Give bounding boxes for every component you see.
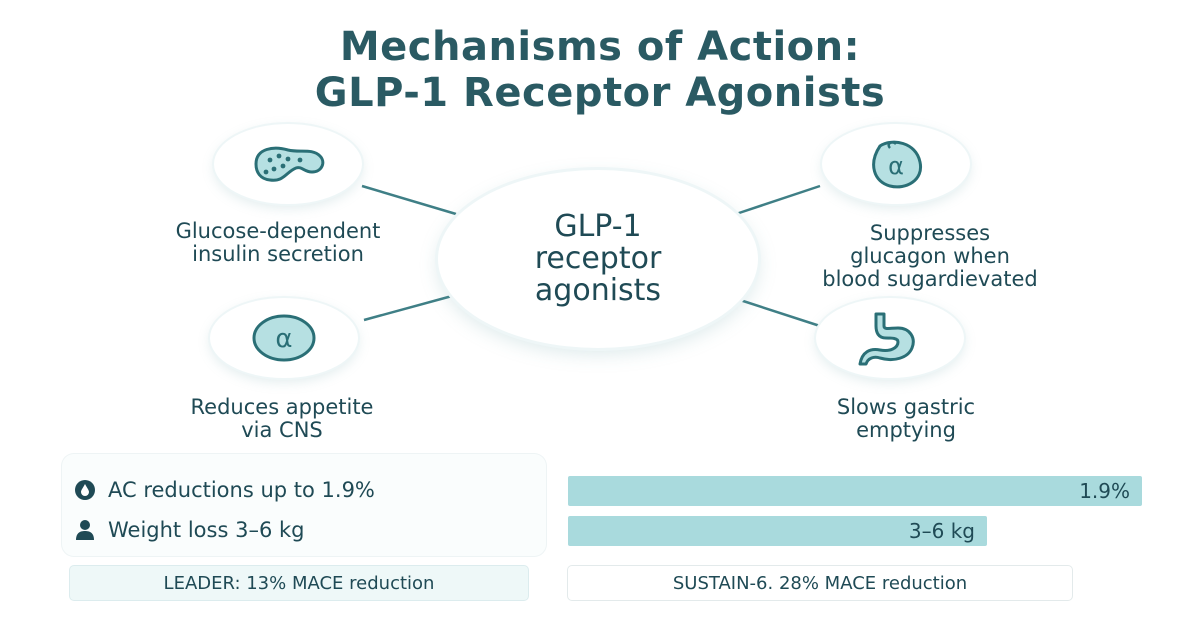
mechanism-gastric-label: Slows gastric emptying [736,396,1076,442]
trial-leader-label: LEADER: 13% MACE reduction [163,572,435,594]
mechanism-glucagon-line-1: Suppresses [869,221,991,245]
mechanism-appetite-icon-circle: α [210,298,358,378]
mechanism-insulin-line-1: Glucose-dependent [175,219,381,243]
stat-a1c-bar: 1.9% [568,476,1142,506]
drop-icon [75,480,95,500]
page-title: Mechanisms of Action: GLP-1 Receptor Ago… [0,24,1200,116]
connector-bottom-right [739,298,821,328]
trial-sustain-pill: SUSTAIN-6. 28% MACE reduction [568,566,1072,600]
stat-a1c-label: AC reductions up to 1.9% [108,478,375,502]
mechanism-glucagon-icon-circle: α [822,124,970,204]
stat-weight-row: Weight loss 3–6 kg [74,518,304,542]
mechanism-glucagon-label: Suppresses glucagon when blood sugardiev… [760,222,1100,291]
center-label: GLP-1 receptor agonists [535,211,662,307]
stat-weight-bar: 3–6 kg [568,516,987,546]
title-line-2: GLP-1 Receptor Agonists [314,70,886,116]
svg-text:α: α [888,152,904,180]
mechanism-insulin-line-2: insulin secretion [192,242,364,266]
alpha-cell-icon: α [872,140,923,189]
trial-sustain-label: SUSTAIN-6. 28% MACE reduction [672,572,968,594]
stats-panel [62,454,546,556]
mechanism-glucagon-line-3: blood sugardievated [822,267,1038,291]
center-label-line-2: receptor [534,241,662,276]
mechanism-gastric-line-2: emptying [856,418,956,442]
title-line-1: Mechanisms of Action: [339,24,861,70]
trial-leader-pill: LEADER: 13% MACE reduction [70,566,528,600]
center-hub: GLP-1 receptor agonists [438,170,758,348]
mechanism-insulin-label: Glucose-dependent insulin secretion [108,220,448,266]
svg-text:α: α [275,324,292,354]
connector-top-left [361,184,457,216]
stomach-icon [858,312,915,366]
person-icon [76,520,94,540]
connector-bottom-left [363,294,453,322]
mechanism-insulin-icon-circle [214,124,362,204]
pancreas-icon [254,146,325,182]
stat-a1c-row: AC reductions up to 1.9% [74,478,375,502]
mechanism-appetite-line-2: via CNS [241,418,323,442]
stat-a1c-bar-value: 1.9% [1079,479,1130,503]
center-label-line-3: agonists [534,273,662,308]
mechanism-glucagon-line-2: glucagon when [850,244,1010,268]
mechanism-gastric-line-1: Slows gastric [836,395,976,419]
mechanism-gastric-icon-circle [816,298,964,378]
mechanism-appetite-label: Reduces appetite via CNS [112,396,452,442]
connector-top-right [735,184,821,216]
stat-weight-bar-value: 3–6 kg [908,519,975,543]
mechanism-appetite-line-1: Reduces appetite [190,395,374,419]
brain-alpha-icon: α [252,314,316,362]
center-label-line-1: GLP-1 [554,209,642,244]
stat-weight-label: Weight loss 3–6 kg [108,518,305,542]
